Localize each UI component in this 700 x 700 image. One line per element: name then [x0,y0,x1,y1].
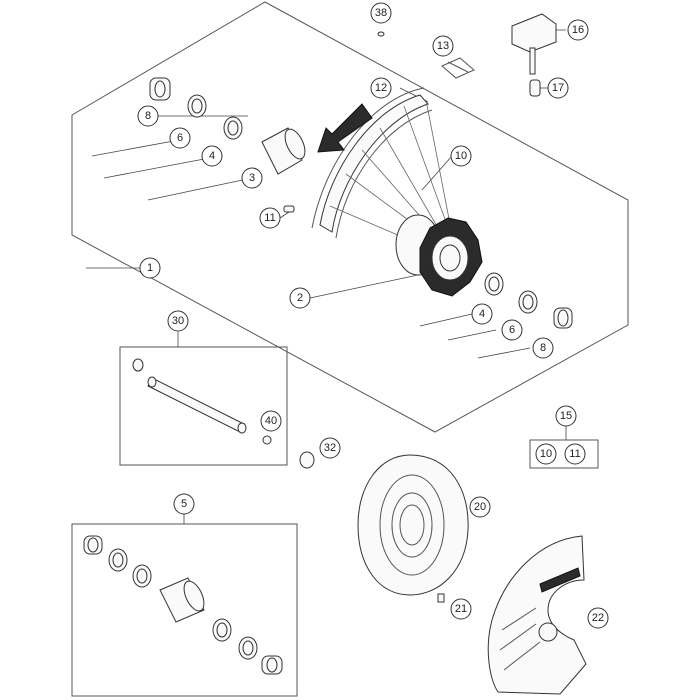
svg-text:13: 13 [437,40,449,52]
svg-text:8: 8 [145,110,151,122]
svg-text:6: 6 [509,324,515,336]
small-washer [377,31,385,37]
svg-text:17: 17 [552,82,564,94]
svg-text:30: 30 [172,315,184,327]
callout-32: 32 [319,437,341,459]
svg-text:10: 10 [540,448,552,460]
left-bearings [149,77,306,175]
direction-arrow [317,103,373,153]
svg-text:12: 12 [375,82,387,94]
svg-text:22: 22 [592,612,604,624]
callout-17: 17 [547,77,569,99]
svg-text:3: 3 [249,172,255,184]
callout-4-left: 4 [201,145,223,167]
wheel-assembly-frame [71,1,629,433]
spoke-nipple [283,205,295,213]
axle-nut [299,451,315,469]
callout-11: 11 [259,207,281,229]
svg-text:1: 1 [147,262,153,274]
callout-3: 3 [241,167,263,189]
callout-4-right: 4 [471,303,493,325]
rim-strip [441,57,475,79]
callout-22: 22 [587,607,609,629]
disc-guard [487,535,587,695]
disc-bolt [437,593,445,603]
axle-kit-box [119,346,288,466]
axle-parts [132,358,272,445]
svg-text:8: 8 [540,342,546,354]
callout-16: 16 [567,19,589,41]
valve-block [511,13,557,75]
callout-6-left: 6 [169,127,191,149]
callout-8-left: 8 [137,105,159,127]
svg-text:38: 38 [375,7,387,19]
svg-text:4: 4 [209,150,215,162]
callout-38: 38 [370,2,392,24]
svg-text:11: 11 [569,448,580,460]
valve-nut [529,79,541,97]
callout-2: 2 [289,287,311,309]
svg-text:16: 16 [572,24,584,36]
svg-text:10: 10 [455,150,467,162]
svg-text:4: 4 [479,308,485,320]
bearing-kit-box [71,523,298,697]
callout-15-10: 10 [535,443,557,465]
callout-10: 10 [450,145,472,167]
right-bearings [484,272,573,329]
callout-5: 5 [173,493,195,515]
svg-text:32: 32 [324,442,336,454]
svg-text:40: 40 [265,415,277,427]
svg-text:11: 11 [264,212,275,224]
rim [311,87,433,239]
callout-21: 21 [450,598,472,620]
callout-1: 1 [139,257,161,279]
svg-text:21: 21 [455,603,467,615]
svg-text:15: 15 [560,410,572,422]
callout-30: 30 [167,310,189,332]
svg-text:2: 2 [297,292,303,304]
callout-6-right: 6 [501,319,523,341]
callout-15: 15 [555,405,577,427]
callout-40: 40 [260,410,282,432]
hub [395,214,483,297]
callout-20: 20 [469,496,491,518]
callout-12: 12 [370,77,392,99]
callout-13: 13 [432,35,454,57]
svg-text:6: 6 [177,132,183,144]
callout-15-11: 11 [564,443,586,465]
spoke-set-box [529,439,599,469]
svg-text:5: 5 [181,498,187,510]
svg-text:20: 20 [474,501,486,513]
callout-8-right: 8 [532,337,554,359]
bearing-kit-parts [83,535,283,675]
brake-disc [357,454,469,596]
